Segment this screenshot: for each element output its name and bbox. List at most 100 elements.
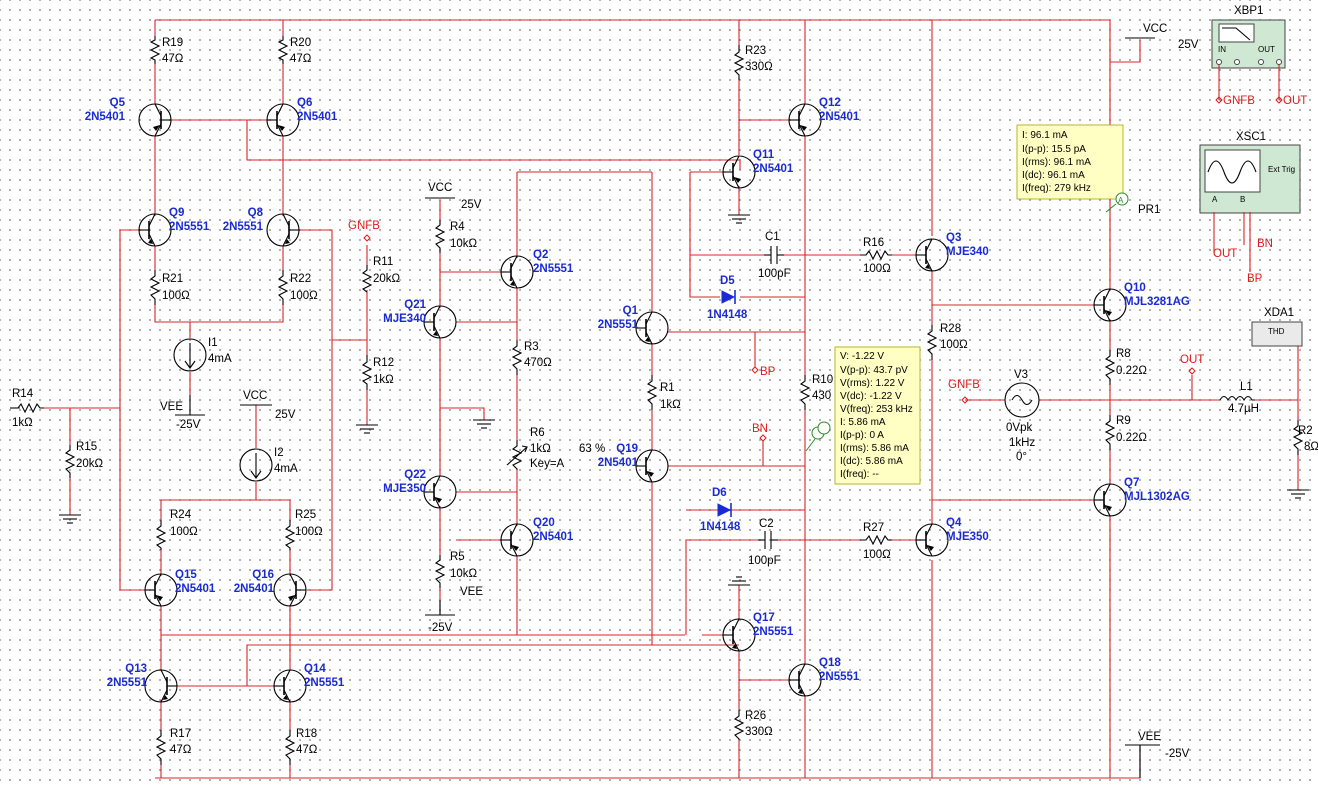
transistor-model: 2N5401 xyxy=(234,583,275,595)
svg-text:OUT: OUT xyxy=(1180,354,1204,366)
svg-text:330Ω: 330Ω xyxy=(745,726,773,738)
svg-text:R8: R8 xyxy=(1116,348,1131,360)
transistor-ref: Q17 xyxy=(753,612,775,624)
svg-text:R11: R11 xyxy=(373,256,393,268)
svg-text:100pF: 100pF xyxy=(748,555,781,567)
transistor-model: 2N5551 xyxy=(169,221,210,233)
ground-icon xyxy=(728,214,750,224)
svg-text:XBP1: XBP1 xyxy=(1234,5,1263,17)
svg-text:R5: R5 xyxy=(450,551,465,563)
R8[interactable]: R80.22Ω xyxy=(1104,348,1147,385)
ground-icon xyxy=(356,424,378,434)
transistor-model: 2N5551 xyxy=(753,626,794,638)
V3[interactable]: V3 0Vpk 1kHz 0° xyxy=(1004,369,1040,463)
transistor-ref: Q1 xyxy=(623,305,639,317)
transistor-ref: Q13 xyxy=(125,663,147,675)
svg-text:R1: R1 xyxy=(660,382,675,394)
transistor-model: MJL3281AG xyxy=(1124,296,1190,308)
svg-text:0Vpk: 0Vpk xyxy=(1006,422,1032,434)
vas-wires xyxy=(439,171,805,645)
svg-text:47Ω: 47Ω xyxy=(296,744,318,756)
svg-text:R19: R19 xyxy=(162,37,183,49)
voltage-probe[interactable]: V: -1.22 V V(p-p): 43.7 pV V(rms): 1.22 … xyxy=(805,346,921,485)
ground-icon xyxy=(728,576,750,586)
bode-plotter-xbp1[interactable]: XBP1 IN OUT GNFB OUT xyxy=(1211,5,1307,107)
svg-text:25V: 25V xyxy=(275,409,296,421)
transistor-model: MJE340 xyxy=(946,246,989,258)
svg-text:I(freq): --: I(freq): -- xyxy=(840,469,879,480)
svg-text:25V: 25V xyxy=(1178,39,1199,51)
transistor-ref: Q18 xyxy=(819,657,841,669)
L1[interactable]: L1 4.7µH xyxy=(1219,381,1259,415)
svg-text:R21: R21 xyxy=(162,273,183,285)
svg-text:VCC: VCC xyxy=(243,390,267,402)
svg-text:VCC: VCC xyxy=(428,182,452,194)
svg-text:VEE: VEE xyxy=(460,586,483,598)
svg-text:100Ω: 100Ω xyxy=(162,290,190,302)
transistor-q17[interactable]: Q17 2N5551 xyxy=(722,612,794,652)
transistor-ref: Q8 xyxy=(248,207,264,219)
net-labels: GNFB BP BN GNFB OUT xyxy=(348,220,1204,442)
R21[interactable]: R21 100Ω xyxy=(149,270,190,305)
svg-text:4.7µH: 4.7µH xyxy=(1228,403,1259,415)
distortion-analyzer-xda1[interactable]: XDA1 THD xyxy=(1251,307,1303,347)
R6[interactable]: R6 1kΩ Key=A 63 % xyxy=(506,427,605,470)
D5[interactable]: D5 1N4148 xyxy=(707,275,748,321)
R9[interactable]: R90.22Ω xyxy=(1104,415,1147,450)
D6[interactable]: D6 1N4148 xyxy=(700,487,741,533)
current-probe-pr1[interactable]: I: 96.1 mA I(p-p): 15.5 pA I(rms): 96.1 … xyxy=(1016,124,1160,216)
oscilloscope-xsc1[interactable]: XSC1 Ext Trig A B OUT BN BP xyxy=(1199,131,1301,285)
svg-text:OUT: OUT xyxy=(1213,248,1237,260)
